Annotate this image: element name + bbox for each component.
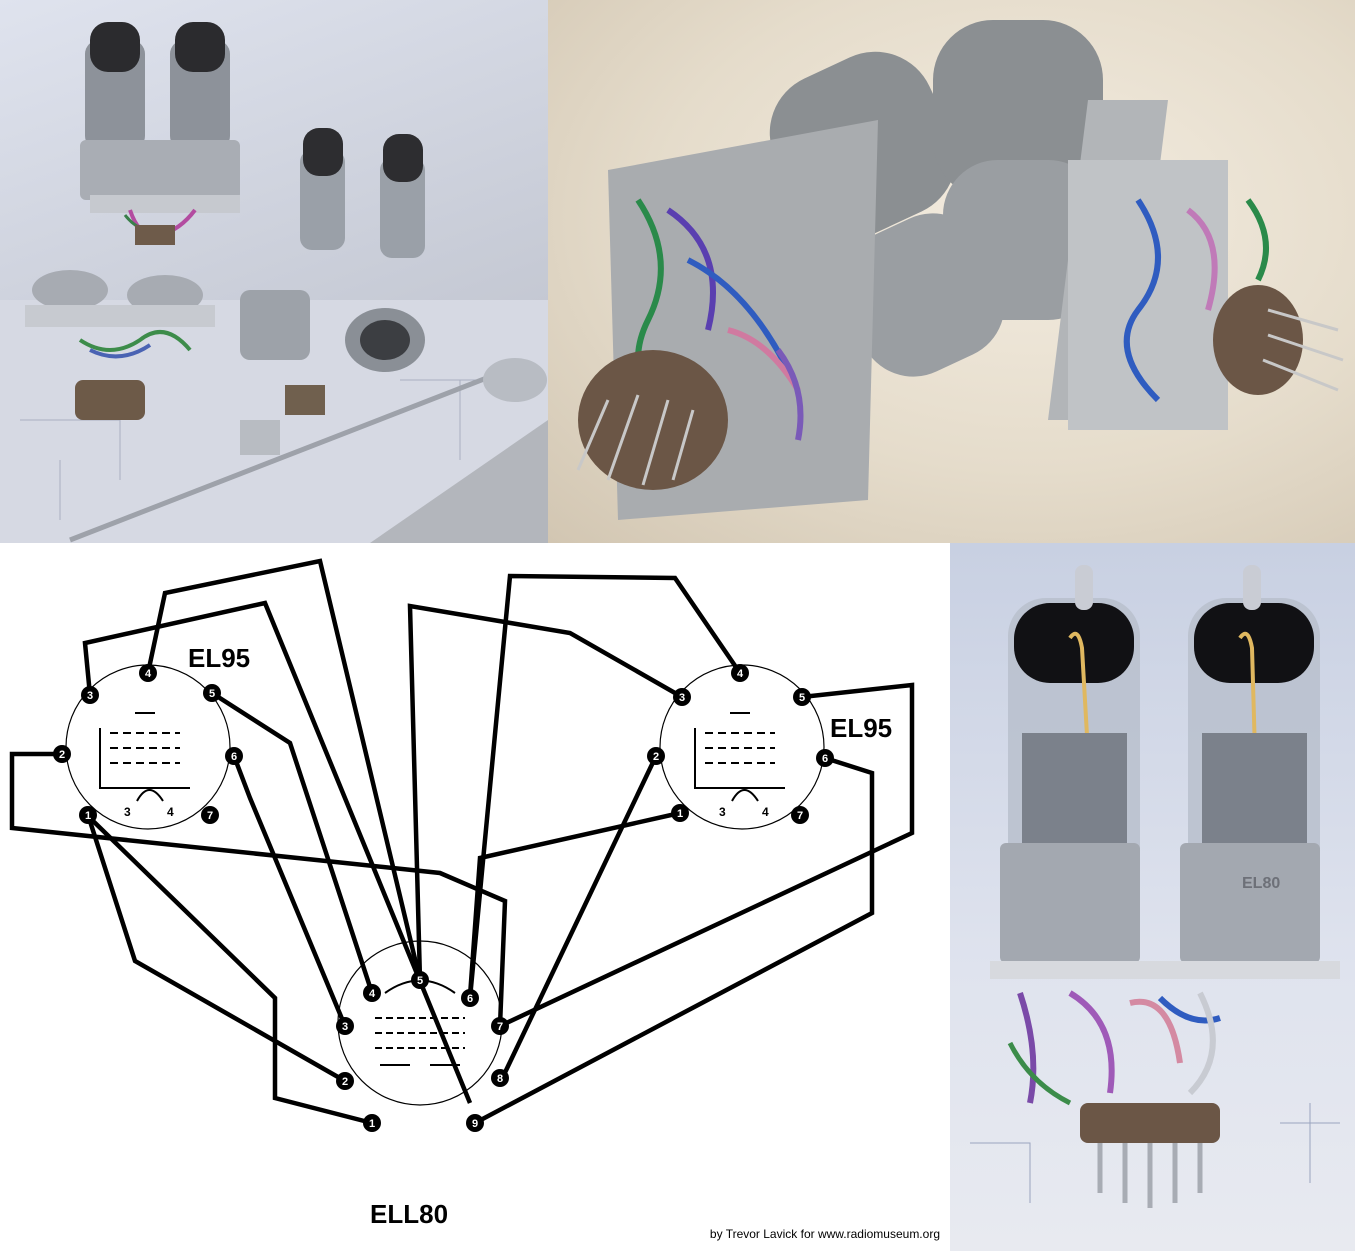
ell80-pin-7: 7	[491, 1017, 509, 1035]
svg-text:1: 1	[85, 810, 91, 822]
el95-right-inner-label-4: 4	[762, 805, 769, 819]
svg-text:1: 1	[369, 1118, 375, 1130]
svg-text:6: 6	[467, 993, 473, 1005]
ell80-pin-2: 2	[336, 1072, 354, 1090]
svg-text:7: 7	[497, 1021, 503, 1033]
svg-text:5: 5	[417, 975, 423, 987]
el95-left-pin-1: 1	[79, 806, 97, 824]
el95-left-pins: 1 2 3 4 5 6 7	[53, 664, 243, 824]
ell80-label: ELL80	[370, 1199, 448, 1229]
el95-left-pin-7: 7	[201, 806, 219, 824]
diagram-credit: by Trevor Lavick for www.radiomuseum.org	[710, 1227, 940, 1241]
svg-text:6: 6	[822, 753, 828, 765]
el95-left-inner-label-4: 4	[167, 805, 174, 819]
el95-right-pins: 1 2 3 4 5 6 7	[647, 664, 834, 824]
svg-text:8: 8	[497, 1073, 503, 1085]
el95-left-pin-2: 2	[53, 745, 71, 763]
svg-text:9: 9	[472, 1118, 478, 1130]
el95-right-pin-6: 6	[816, 749, 834, 767]
ell80-pin-6: 6	[461, 989, 479, 1007]
svg-text:6: 6	[231, 751, 237, 763]
el95-right-pin-2: 2	[647, 747, 665, 765]
wiring-diagram: 3 4 3 4 1 2 3 4 5 6 7 1 2 3 4 5 6 7 1 2 …	[0, 543, 950, 1251]
photo-tubes-and-adapters	[0, 0, 548, 543]
svg-text:2: 2	[59, 749, 65, 761]
el95-right-pin-4: 4	[731, 664, 749, 682]
wires	[9, 558, 915, 1126]
el95-right-pin-5: 5	[793, 688, 811, 706]
svg-text:4: 4	[369, 988, 376, 1000]
ell80-pin-1: 1	[363, 1114, 381, 1132]
el95-left-label: EL95	[188, 643, 250, 673]
ell80-pin-4: 4	[363, 984, 381, 1002]
ell80-pin-8: 8	[491, 1069, 509, 1087]
el95-right-inner-label-3: 3	[719, 805, 726, 819]
ell80-pin-3: 3	[336, 1017, 354, 1035]
svg-text:4: 4	[737, 668, 744, 680]
el95-right-pin-7: 7	[791, 806, 809, 824]
ell80-pins: 1 2 3 4 5 6 7 8 9	[336, 971, 509, 1132]
photo-tubes-and-adapters-drawing	[0, 22, 548, 543]
photo-wired-adapter-closeup	[548, 0, 1355, 543]
svg-text:3: 3	[87, 690, 93, 702]
ell80-pin-5: 5	[411, 971, 429, 989]
wiring-diagram-svg: 3 4 3 4 1 2 3 4 5 6 7 1 2 3 4 5 6 7 1 2 …	[9, 558, 940, 1241]
svg-text:3: 3	[679, 692, 685, 704]
svg-text:4: 4	[145, 668, 152, 680]
el95-left-pin-6: 6	[225, 747, 243, 765]
el95-left-pin-3: 3	[81, 686, 99, 704]
el95-left-pin-5: 5	[203, 684, 221, 702]
el95-right-label: EL95	[830, 713, 892, 743]
tube-marking: EL80	[1242, 875, 1280, 892]
svg-text:5: 5	[209, 688, 215, 700]
svg-text:2: 2	[653, 751, 659, 763]
svg-text:7: 7	[797, 810, 803, 822]
photo-wired-adapter-closeup-drawing	[576, 20, 1344, 520]
photo-twin-tube-adapter: EL80	[950, 543, 1355, 1251]
svg-text:7: 7	[207, 810, 213, 822]
svg-text:5: 5	[799, 692, 805, 704]
svg-text:2: 2	[342, 1076, 348, 1088]
el95-left-internals	[99, 712, 190, 802]
el95-right-pin-1: 1	[671, 804, 689, 822]
el95-left-pin-4: 4	[139, 664, 157, 682]
ell80-pin-9: 9	[466, 1114, 484, 1132]
el95-left-inner-label-3: 3	[124, 805, 131, 819]
el95-right-pin-3: 3	[673, 688, 691, 706]
svg-text:1: 1	[677, 808, 683, 820]
el95-right-internals	[694, 712, 785, 802]
svg-text:3: 3	[342, 1021, 348, 1033]
photo-twin-tube-adapter-drawing: EL80	[970, 565, 1340, 1208]
